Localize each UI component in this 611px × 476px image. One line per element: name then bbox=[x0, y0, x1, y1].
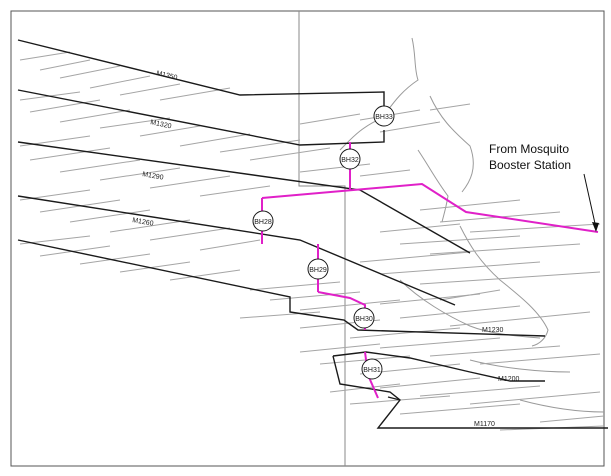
bench-m1200-lower bbox=[332, 355, 608, 429]
drift-lines bbox=[19, 51, 605, 431]
borehole-label-bh28: BH28 bbox=[254, 219, 272, 226]
borehole-label-bh29: BH29 bbox=[309, 267, 327, 274]
borehole-label-bh33: BH33 bbox=[375, 114, 393, 121]
callout-arrow bbox=[583, 173, 599, 232]
callout-label: From Mosquito Booster Station bbox=[489, 141, 571, 173]
borehole-bh30[interactable]: BH30 bbox=[353, 307, 375, 329]
bench-m1320 bbox=[17, 89, 385, 146]
bench-m1260 bbox=[17, 195, 456, 306]
borehole-bh31[interactable]: BH31 bbox=[361, 358, 383, 380]
bench-m1170 bbox=[387, 396, 401, 401]
borehole-bh29[interactable]: BH29 bbox=[307, 258, 329, 280]
pit-contours bbox=[339, 37, 605, 413]
callout-line-2: Booster Station bbox=[489, 158, 572, 172]
borehole-label-bh32: BH32 bbox=[341, 157, 359, 164]
level-label-m1200: M1200 bbox=[498, 376, 520, 383]
pipeline-main bbox=[261, 182, 599, 233]
bench-m1200 bbox=[332, 351, 545, 382]
bench-m1350 bbox=[17, 39, 385, 112]
level-label-m1290: M1290 bbox=[142, 171, 164, 182]
boreholes: BH33 BH32 BH28 BH29 BH30 BH31 bbox=[252, 105, 395, 380]
bench-lines bbox=[17, 39, 608, 429]
survey-boundary bbox=[298, 11, 346, 466]
borehole-bh28[interactable]: BH28 bbox=[252, 210, 274, 232]
level-labels: M1350 M1320 M1290 M1260 M1230 M1200 M117… bbox=[132, 70, 520, 428]
borehole-bh32[interactable]: BH32 bbox=[339, 148, 361, 170]
borehole-label-bh31: BH31 bbox=[363, 367, 381, 374]
level-label-m1230: M1230 bbox=[482, 327, 504, 334]
callout-line-1: From Mosquito bbox=[489, 142, 570, 156]
level-label-m1260: M1260 bbox=[132, 217, 154, 228]
level-label-m1350: M1350 bbox=[156, 70, 179, 82]
borehole-bh33[interactable]: BH33 bbox=[373, 105, 395, 127]
borehole-label-bh30: BH30 bbox=[355, 316, 373, 323]
level-label-m1320: M1320 bbox=[150, 119, 172, 130]
level-label-m1170: M1170 bbox=[474, 421, 495, 428]
bench-m1230 bbox=[17, 239, 546, 337]
